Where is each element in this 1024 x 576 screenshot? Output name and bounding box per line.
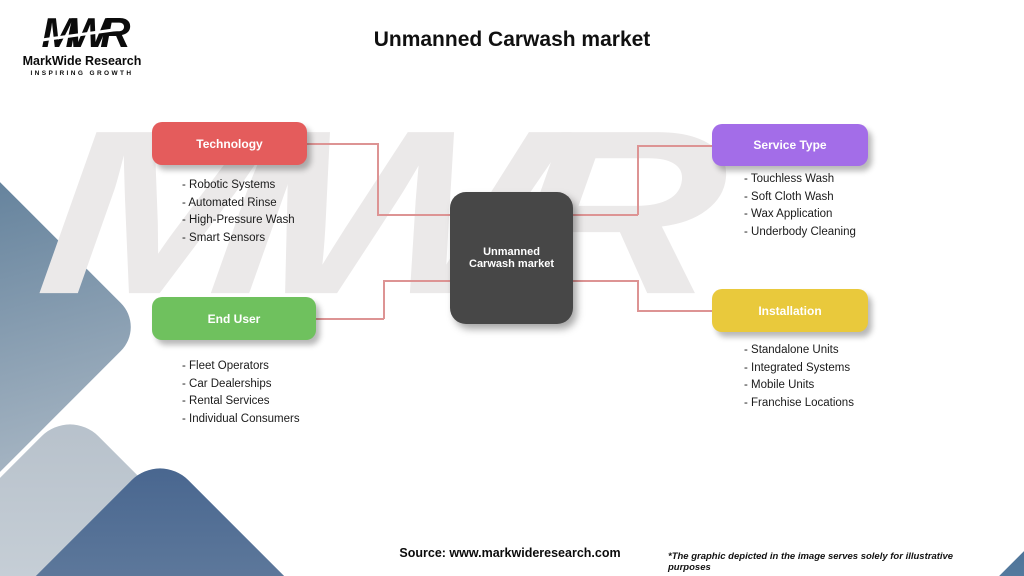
source-text: Source: www.markwideresearch.com [399, 546, 621, 560]
logo-name: MarkWide Research [22, 54, 142, 68]
connector-line [383, 280, 450, 282]
category-installation: Installation [712, 289, 868, 332]
list-item: - Mobile Units [744, 379, 815, 391]
service-type-items: - Touchless Wash - Soft Cloth Wash - Wax… [744, 171, 856, 241]
list-item: - Car Dealerships [182, 377, 272, 390]
connector-line [307, 143, 378, 145]
connector-line [377, 143, 379, 215]
list-item: - Rental Services [182, 395, 270, 407]
list-item: - Soft Cloth Wash [744, 190, 834, 203]
list-item: - Wax Application [744, 208, 833, 220]
category-service-type: Service Type [712, 124, 868, 166]
technology-items: - Robotic Systems - Automated Rinse - Hi… [182, 177, 295, 247]
list-item: - Automated Rinse [182, 196, 277, 209]
center-node-label: Unmanned Carwash market [469, 246, 554, 270]
category-technology-label: Technology [196, 136, 263, 151]
list-item: - Fleet Operators [182, 360, 269, 372]
connector-line [383, 280, 385, 319]
page-title: Unmanned Carwash market [373, 28, 651, 51]
list-item: - Franchise Locations [744, 396, 854, 409]
list-item: - Smart Sensors [182, 231, 266, 244]
center-node: Unmanned Carwash market [450, 192, 573, 324]
category-end-user-label: End User [207, 311, 261, 326]
list-item: - Individual Consumers [182, 412, 300, 425]
disclaimer-text: *The graphic depicted in the image serve… [668, 551, 954, 573]
connector-line [573, 280, 638, 282]
logo-mwr-mark: MWR [22, 12, 142, 54]
connector-line [637, 145, 712, 147]
decor-triangle-bottom-right [960, 530, 1024, 576]
category-technology: Technology [152, 122, 307, 165]
list-item: - Standalone Units [744, 344, 839, 356]
connector-line [316, 318, 384, 320]
list-item: - Integrated Systems [744, 361, 851, 374]
category-installation-label: Installation [758, 303, 822, 318]
connector-line [637, 280, 639, 311]
list-item: - Robotic Systems [182, 179, 276, 191]
list-item: - Touchless Wash [744, 173, 835, 185]
logo-tagline: INSPIRING GROWTH [30, 70, 134, 77]
connector-line [637, 145, 639, 215]
connector-line [637, 310, 712, 312]
category-service-type-label: Service Type [753, 138, 827, 152]
category-end-user: End User [152, 297, 316, 340]
installation-items: - Standalone Units - Integrated Systems … [744, 342, 854, 412]
end-user-items: - Fleet Operators - Car Dealerships - Re… [182, 358, 300, 428]
connector-line [573, 214, 638, 216]
list-item: - High-Pressure Wash [182, 214, 295, 226]
list-item: - Underbody Cleaning [744, 225, 856, 238]
connector-line [377, 214, 450, 216]
logo: MWR MarkWide Research INSPIRING GROWTH [22, 12, 142, 78]
